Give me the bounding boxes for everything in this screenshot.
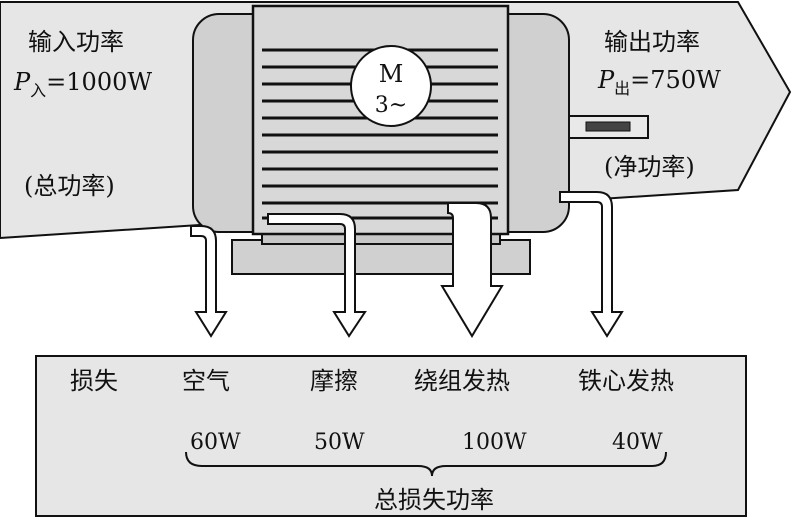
loss-value-winding: 100W	[462, 430, 527, 455]
loss-value-air: 60W	[190, 430, 241, 455]
input-power-title: 输入功率	[28, 28, 124, 56]
loss-arrows	[190, 191, 624, 338]
total-loss-brace	[185, 451, 667, 477]
output-power-subscript: 出	[614, 79, 630, 98]
input-power-value: P入=1000W	[13, 68, 152, 100]
loss-panel	[35, 355, 747, 517]
motor-symbol-phase: 3~	[375, 93, 407, 118]
loss-arrow-air	[190, 225, 228, 338]
motor-symbol-circle	[350, 45, 432, 127]
loss-label-air: 空气	[182, 367, 230, 395]
motor-symbol-letter: M	[379, 60, 404, 88]
output-power-amount: =750W	[630, 66, 721, 94]
loss-label-iron: 铁心发热	[578, 367, 674, 395]
output-power-value: P出=750W	[597, 66, 721, 98]
input-power-note: (总功率)	[24, 172, 115, 200]
loss-arrow-friction	[267, 213, 367, 338]
input-power-subscript: 入	[30, 81, 46, 100]
output-power-note: (净功率)	[604, 153, 695, 181]
loss-arrow-winding	[440, 202, 504, 338]
loss-value-friction: 50W	[314, 430, 365, 455]
loss-label-winding: 绕组发热	[414, 367, 510, 395]
input-power-symbol: P	[13, 68, 31, 96]
total-loss-label: 总损失功率	[374, 486, 494, 514]
loss-label-friction: 摩擦	[310, 367, 358, 395]
loss-header: 损失	[70, 367, 118, 395]
output-power-title: 输出功率	[604, 28, 700, 56]
shaft-key	[585, 121, 631, 132]
output-power-symbol: P	[597, 66, 615, 94]
loss-arrow-iron	[559, 191, 624, 338]
loss-value-iron: 40W	[612, 430, 663, 455]
input-power-amount: =1000W	[46, 68, 152, 96]
